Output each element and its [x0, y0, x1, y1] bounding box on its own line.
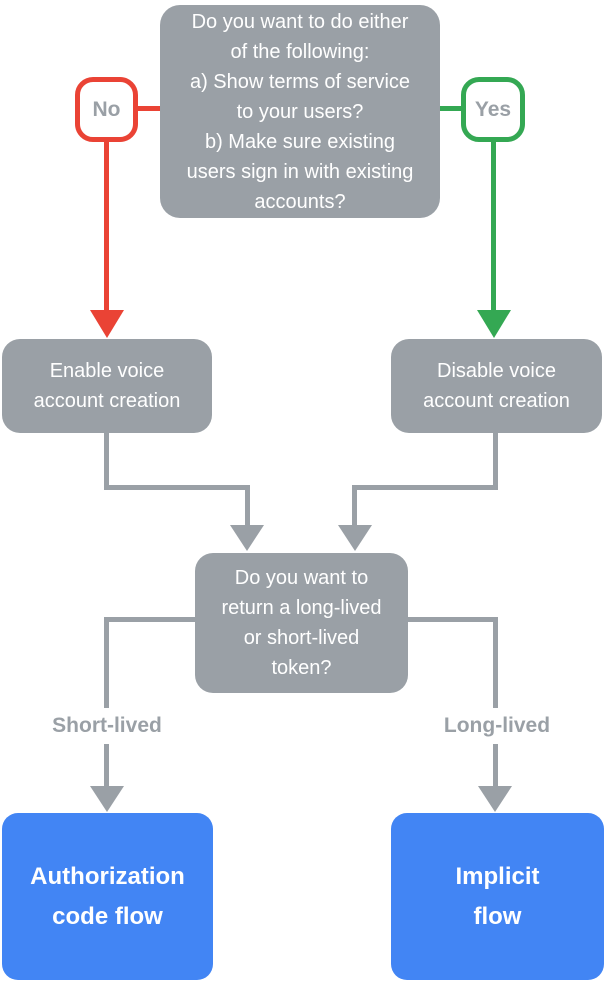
- connector-longlived-horizontal: [408, 617, 498, 622]
- node-enable-voice-account-creation: Enable voice account creation: [2, 339, 212, 433]
- node-question-terms: Do you want to do either of the followin…: [160, 5, 440, 218]
- decision-label-long-lived: Long-lived: [412, 708, 582, 744]
- connector-shortlived-horizontal: [104, 617, 195, 622]
- arrow-down-green-icon: [477, 310, 511, 338]
- connector-disable-horizontal: [352, 485, 498, 490]
- connector-disable-into-token: [352, 485, 357, 525]
- connector-enable-into-token: [245, 485, 250, 525]
- arrow-down-longlived-icon: [478, 786, 512, 812]
- arrow-down-gray-left-icon: [230, 525, 264, 551]
- connector-enable-down: [104, 433, 109, 490]
- connector-yes-horizontal: [440, 106, 461, 111]
- decision-label-yes: Yes: [461, 77, 525, 142]
- connector-disable-down: [493, 433, 498, 490]
- connector-enable-horizontal: [104, 485, 250, 490]
- arrow-down-gray-right-icon: [338, 525, 372, 551]
- node-question-token-lifetime: Do you want to return a long-lived or sh…: [195, 553, 408, 693]
- decision-label-no: No: [75, 77, 138, 142]
- arrow-down-red-icon: [90, 310, 124, 338]
- connector-shortlived-vertical: [104, 617, 109, 786]
- decision-label-short-lived: Short-lived: [22, 708, 192, 744]
- node-implicit-flow: Implicit flow: [391, 813, 604, 980]
- node-disable-voice-account-creation: Disable voice account creation: [391, 339, 602, 433]
- connector-longlived-vertical: [493, 617, 498, 786]
- connector-no-horizontal: [138, 106, 160, 111]
- node-authorization-code-flow: Authorization code flow: [2, 813, 213, 980]
- connector-yes-vertical: [491, 140, 496, 311]
- connector-no-vertical: [104, 140, 109, 311]
- arrow-down-shortlived-icon: [90, 786, 124, 812]
